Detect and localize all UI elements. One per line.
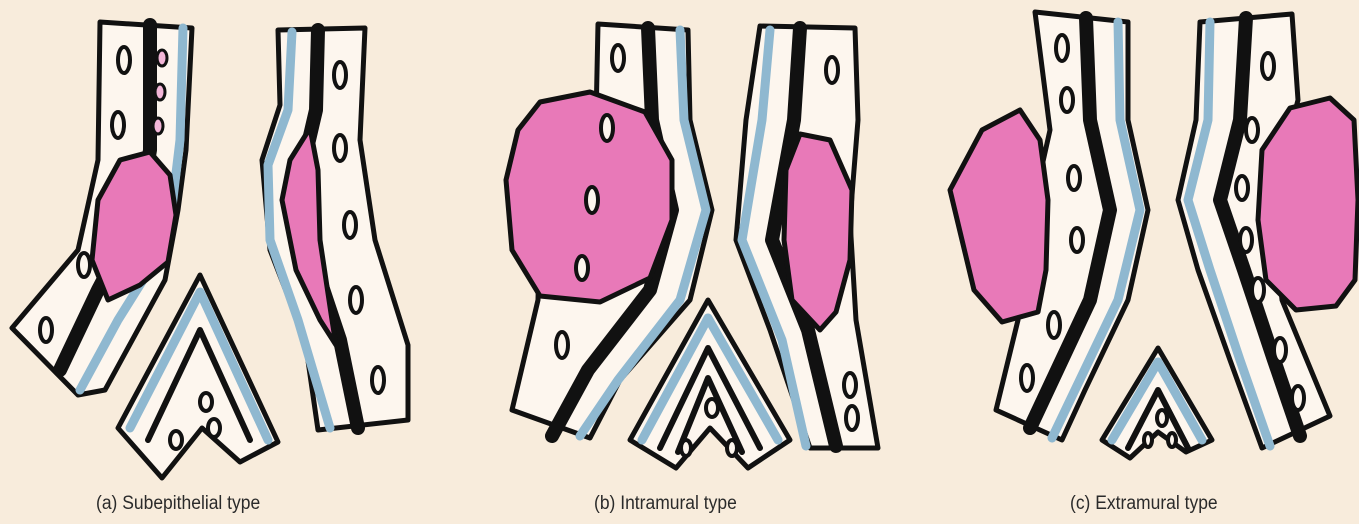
panel-a-gland <box>153 118 163 134</box>
panel-b-gland <box>612 45 624 71</box>
panel-a-gland <box>200 393 212 411</box>
panel-c-gland <box>1157 410 1167 426</box>
panel-c-gland <box>1144 433 1152 447</box>
panel-a-gland <box>372 367 384 393</box>
panel-a-gland <box>157 50 167 66</box>
panel-a-gland <box>344 212 356 238</box>
panel-b-gland <box>846 406 858 430</box>
panel-c-gland <box>1246 118 1258 142</box>
panel-a-gland <box>334 135 346 161</box>
panel-a-gland <box>208 419 220 437</box>
bronchus-diagram <box>0 0 1359 490</box>
caption-intramural: (b) Intramural type <box>594 493 737 515</box>
panel-b-gland <box>844 373 856 397</box>
panel-a-illustration <box>12 22 408 478</box>
panel-c-gland <box>1061 88 1073 112</box>
panel-c-gland <box>1274 338 1286 362</box>
panel-a-gland <box>118 47 130 73</box>
panel-c-gland <box>1252 278 1264 302</box>
caption-extramural: (c) Extramural type <box>1070 493 1218 515</box>
panel-b-gland <box>556 332 568 358</box>
panel-a-right-wall <box>262 28 408 430</box>
panel-c-right-tumor <box>1258 98 1358 310</box>
panel-a-gland <box>78 253 90 277</box>
panel-c-gland <box>1236 176 1248 200</box>
panel-b-gland <box>826 57 838 83</box>
panel-c-gland <box>1056 35 1068 61</box>
caption-subepithelial: (a) Subepithelial type <box>96 493 260 515</box>
panel-b-gland <box>576 256 588 280</box>
panel-c-gland <box>1021 365 1033 391</box>
panel-c-gland <box>1048 312 1060 338</box>
panel-c-gland <box>1071 228 1083 252</box>
panel-c-illustration <box>950 12 1358 458</box>
panel-c-left-tumor <box>950 110 1048 322</box>
panel-a-gland <box>40 318 52 342</box>
panel-b-gland <box>681 440 691 456</box>
panel-a-gland <box>170 431 182 449</box>
panel-c-gland <box>1068 166 1080 190</box>
panel-b-gland <box>706 399 718 417</box>
panel-c-gland <box>1292 386 1304 410</box>
panel-c-gland <box>1262 53 1274 79</box>
panel-c-gland <box>1168 433 1176 447</box>
panel-a-gland <box>350 287 362 313</box>
panel-b-gland <box>601 115 613 141</box>
panel-b-illustration <box>506 24 878 468</box>
panel-b-gland <box>727 440 737 456</box>
panel-a-gland <box>112 112 124 138</box>
panel-a-gland <box>155 84 165 100</box>
panel-b-gland <box>586 187 598 213</box>
panel-a-gland <box>334 62 346 88</box>
panel-c-gland <box>1240 228 1252 252</box>
